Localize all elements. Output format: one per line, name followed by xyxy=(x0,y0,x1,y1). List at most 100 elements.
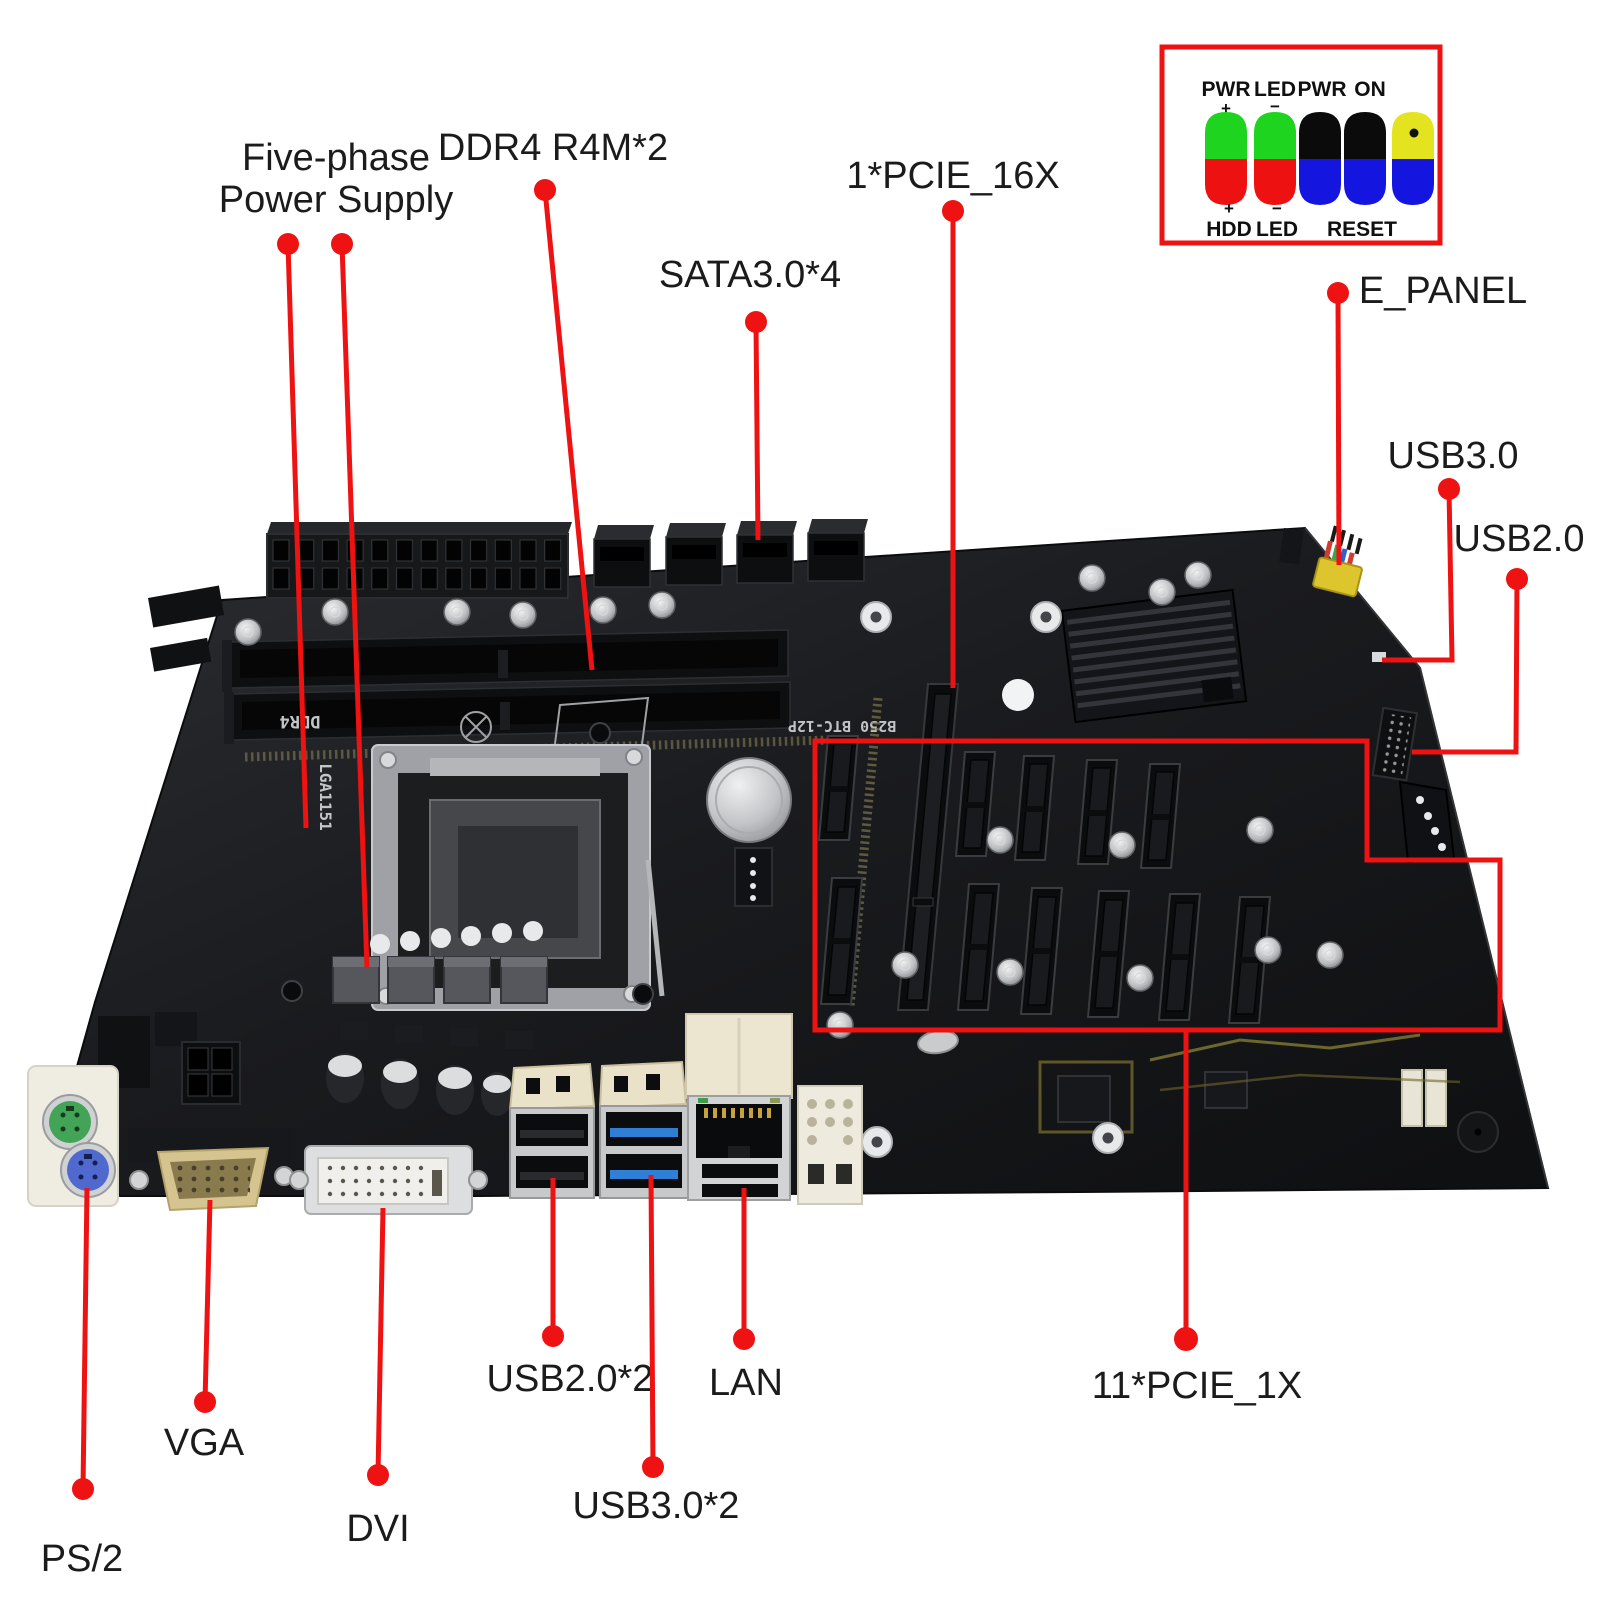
usb30-port-stack xyxy=(598,1060,689,1199)
dvi-port xyxy=(289,1145,488,1215)
usb20-ports-label: USB2.0*2 xyxy=(487,1358,654,1400)
legend-top-pwr: PWR xyxy=(1202,78,1251,101)
vga-callout-line xyxy=(202,1199,213,1403)
bottom-right-components xyxy=(861,1029,1499,1158)
usb30-ports-callout-line xyxy=(648,1174,656,1468)
front-panel-epanel-header xyxy=(1312,525,1363,598)
motherboard: DDR4 LGA1151 B250 BTC-12P xyxy=(27,518,1550,1215)
sata-port-1 xyxy=(593,524,655,588)
white-header xyxy=(1401,1069,1423,1127)
ps2-label: PS/2 xyxy=(41,1538,123,1580)
epanel-legend: PWR LED PWR ON + − xyxy=(1159,44,1443,246)
usb30-onboard-point xyxy=(1372,652,1386,662)
chipset-heatsink xyxy=(1060,588,1248,724)
pcie16x-label: 1*PCIE_16X xyxy=(846,155,1059,197)
vga-port xyxy=(128,1128,295,1212)
pcie1x-region-rectangle xyxy=(812,738,1503,1033)
legend-top-plus: + xyxy=(1221,99,1231,118)
logo-mark xyxy=(460,711,492,743)
ps2-keyboard-port xyxy=(67,1149,109,1191)
annotations: Five-phase Power Supply DDR4 R4M*2 SATA3… xyxy=(41,127,1585,1580)
pill-led xyxy=(1254,112,1296,205)
fan-header xyxy=(734,847,773,907)
pin-header-small xyxy=(1279,528,1304,565)
mount-hole xyxy=(589,722,611,744)
ddr4-callout-dot xyxy=(534,179,556,201)
atx-24pin-connector xyxy=(266,522,572,599)
ps2-callout-dot xyxy=(72,1478,94,1500)
silkscreen-model: B250 BTC-12P xyxy=(788,717,896,735)
legend-pills xyxy=(1205,112,1434,205)
five-phase-callout-dot-1 xyxy=(277,233,299,255)
ddr4-label: DDR4 R4M*2 xyxy=(438,127,668,169)
sata-port-2 xyxy=(665,522,727,586)
molex-4pin-power xyxy=(1398,780,1456,864)
pcb-corner-tab2 xyxy=(150,637,212,672)
usb30-header-callout-dot xyxy=(1438,478,1460,500)
ic-chip xyxy=(1204,1071,1248,1109)
lan-label: LAN xyxy=(709,1362,783,1404)
pcie-16x-slot xyxy=(845,683,960,1011)
epanel-callout-line xyxy=(1335,292,1342,566)
white-header xyxy=(1425,1069,1447,1127)
ddr4-callout-line xyxy=(542,189,595,671)
legend-top-minus: − xyxy=(1270,97,1280,116)
five-phase-callout-dot-2 xyxy=(331,233,353,255)
mount-hole-white xyxy=(1002,679,1034,711)
cpu-socket-lga1151 xyxy=(371,744,665,1011)
screw-hole xyxy=(860,601,892,633)
epanel-label: E_PANEL xyxy=(1359,270,1527,312)
pcie16x-callout-dot xyxy=(942,200,964,222)
vga-callout-dot xyxy=(194,1391,216,1413)
legend-bottom-minus: − xyxy=(1272,199,1282,218)
silkscreen-ddr4: DDR4 xyxy=(280,711,321,731)
usb20-ports-callout-dot xyxy=(542,1325,564,1347)
sata-port-3 xyxy=(736,520,798,584)
pcb-corner-tab xyxy=(148,585,225,628)
silkscreen-socket: LGA1151 xyxy=(316,763,335,830)
sata-callout-dot xyxy=(745,311,767,333)
pcie1x-label: 11*PCIE_1X xyxy=(1092,1365,1303,1407)
screw-hole xyxy=(861,1126,893,1158)
ddr4-ram-slots xyxy=(222,629,831,762)
ps2-mouse-port xyxy=(49,1101,91,1143)
pill-pwr xyxy=(1205,112,1247,205)
ps2-callout-line xyxy=(80,1187,90,1490)
legend-top-led: LED xyxy=(1254,78,1296,101)
screw-hole xyxy=(1030,601,1062,633)
legend-top-on: ON xyxy=(1354,78,1386,101)
lan-callout-dot xyxy=(733,1328,755,1350)
white-io-socket xyxy=(797,1085,863,1205)
gold-trace xyxy=(1149,1033,1421,1062)
sata-label: SATA3.0*4 xyxy=(659,254,841,296)
gold-trace-outline xyxy=(1038,1060,1134,1134)
usb30-ports-label: USB3.0*2 xyxy=(573,1485,740,1527)
usb30-header-label: USB3.0 xyxy=(1388,435,1519,477)
five-phase-callout-line-1 xyxy=(285,243,309,829)
usb20-header-label: USB2.0 xyxy=(1454,518,1585,560)
sata-port-4 xyxy=(807,518,869,582)
pill-pwr-btn xyxy=(1299,112,1341,205)
vga-label: VGA xyxy=(164,1422,245,1464)
usb3-19pin-header xyxy=(1371,706,1419,782)
sata-callout-line xyxy=(753,321,761,541)
usb30-ports-callout-dot xyxy=(642,1456,664,1478)
legend-bottom-plus: + xyxy=(1224,199,1234,218)
cmos-battery xyxy=(706,757,792,843)
legend-top-pwr2: PWR xyxy=(1298,78,1347,101)
dvi-label: DVI xyxy=(346,1508,409,1550)
usb20-header-callout-dot xyxy=(1506,568,1528,590)
ic-chip xyxy=(1057,1075,1111,1123)
capacitor xyxy=(826,1011,854,1039)
vrm-five-phase xyxy=(281,921,654,1116)
gold-trace xyxy=(1159,1073,1461,1092)
legend-bottom-hdd: HDD xyxy=(1206,218,1252,241)
five-phase-label-line1: Five-phase xyxy=(242,137,430,179)
usb20-header-callout-line xyxy=(1412,578,1520,755)
dvi-callout-line xyxy=(375,1207,386,1476)
pill-on xyxy=(1344,112,1386,205)
epanel-callout-dot xyxy=(1327,282,1349,304)
dvi-callout-dot xyxy=(367,1464,389,1486)
legend-bottom-led: LED xyxy=(1256,218,1298,241)
